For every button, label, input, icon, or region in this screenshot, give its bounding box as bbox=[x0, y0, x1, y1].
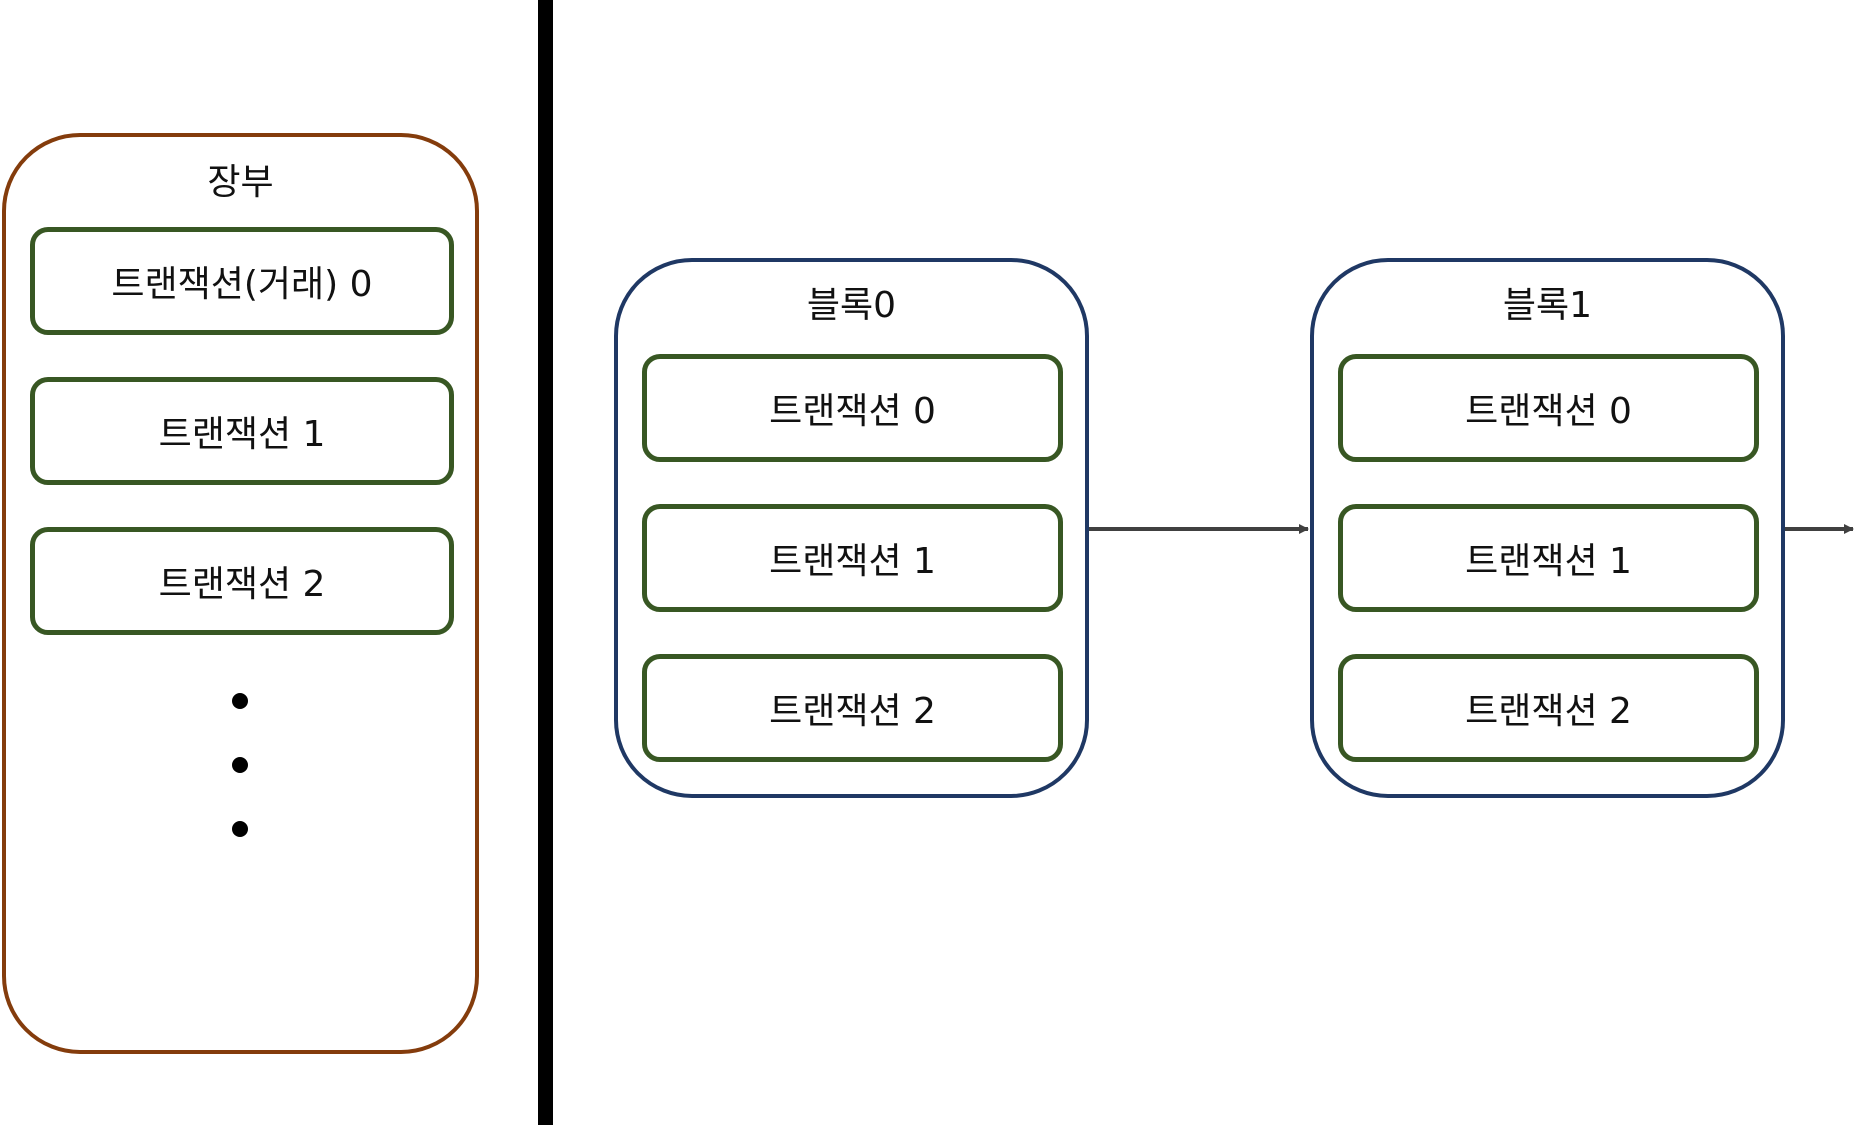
ledger-transaction-1: 트랜잭션 1 bbox=[30, 377, 454, 485]
ledger-transaction-0: 트랜잭션(거래) 0 bbox=[30, 227, 454, 335]
block-title: 블록0 bbox=[806, 285, 897, 326]
continuation-dot bbox=[232, 693, 248, 709]
block-1-transaction-1: 트랜잭션 1 bbox=[1338, 504, 1759, 612]
continuation-dot bbox=[232, 757, 248, 773]
section-divider bbox=[538, 0, 553, 1125]
ledger-transaction-2: 트랜잭션 2 bbox=[30, 527, 454, 635]
block-1: 블록1 트랜잭션 0 트랜잭션 1 트랜잭션 2 bbox=[1310, 258, 1785, 798]
ledger-container: 장부 트랜잭션(거래) 0 트랜잭션 1 트랜잭션 2 bbox=[2, 133, 479, 1054]
block-1-transaction-2: 트랜잭션 2 bbox=[1338, 654, 1759, 762]
block-0-transaction-0: 트랜잭션 0 bbox=[642, 354, 1063, 462]
block-0: 블록0 트랜잭션 0 트랜잭션 1 트랜잭션 2 bbox=[614, 258, 1089, 798]
continuation-dot bbox=[232, 821, 248, 837]
block-0-transaction-1: 트랜잭션 1 bbox=[642, 504, 1063, 612]
ledger-title: 장부 bbox=[207, 162, 274, 203]
block-title: 블록1 bbox=[1502, 285, 1593, 326]
block-1-transaction-0: 트랜잭션 0 bbox=[1338, 354, 1759, 462]
block-0-transaction-2: 트랜잭션 2 bbox=[642, 654, 1063, 762]
